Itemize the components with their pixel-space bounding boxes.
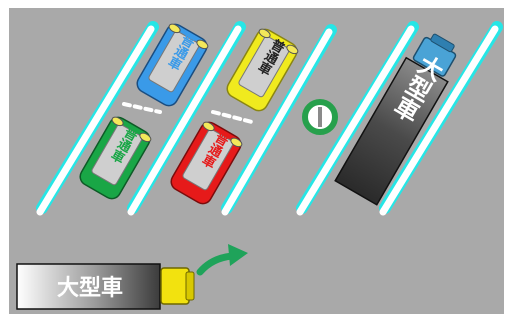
curved-arrow-icon — [196, 244, 248, 276]
no-entry-ring-icon — [302, 99, 338, 135]
dashed-separator — [122, 102, 162, 114]
parked-car-yellow[interactable]: 普通車 — [224, 26, 300, 114]
parked-car-red[interactable]: 普通車 — [168, 119, 244, 207]
lane-line — [379, 25, 499, 216]
lane-lines — [36, 21, 503, 216]
lane-line — [127, 25, 242, 216]
truck-trailer — [16, 263, 161, 310]
parked-truck[interactable]: 大型車 — [334, 27, 465, 206]
lane-line — [36, 25, 155, 216]
dashed-separator — [211, 110, 254, 124]
truck-cab — [160, 267, 190, 305]
parked-car-blue[interactable]: 普通車 — [134, 21, 210, 109]
moving-truck[interactable]: 大型車 — [16, 263, 195, 310]
parked-car-green[interactable]: 普通車 — [77, 114, 153, 202]
lane-line — [296, 25, 415, 216]
truck-label: 大型車 — [57, 276, 123, 301]
lane-line — [221, 28, 333, 216]
